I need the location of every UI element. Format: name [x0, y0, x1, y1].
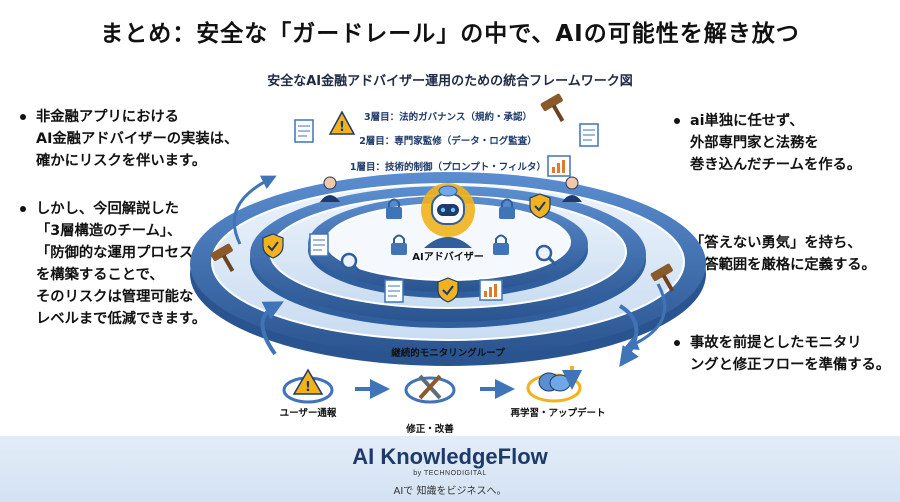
bullet-line: 外部専門家と法務を	[690, 135, 819, 151]
brand-tagline: AIで 知識をビジネスへ。	[393, 486, 507, 497]
right-bullet-monitoring: 事故を前提としたモニタリ ングと修正フローを準備する。	[668, 332, 896, 376]
left-bullet-list: 非金融アプリにおける AI金融アドバイザーの実装は、 確かにリスクを伴います。 …	[14, 106, 259, 330]
document-icon	[384, 279, 404, 303]
gavel-icon	[650, 263, 675, 293]
bullet-line: 「答えない勇気」を持ち、	[690, 235, 862, 251]
loop-step-retrain: 再学習・アップデート	[510, 407, 605, 419]
ai-advisor-label: AIアドバイザー	[412, 251, 483, 263]
bullet-line: を構築することで、	[36, 267, 164, 283]
loop-arrow-icon	[618, 304, 639, 368]
shield-check-icon	[262, 233, 284, 259]
loop-step-user-report: ユーザー通報	[280, 407, 337, 419]
tools-icon	[404, 374, 456, 404]
shield-check-icon	[437, 277, 459, 303]
bullet-line: 巻き込んだチームを作る。	[690, 157, 862, 173]
bar-chart-icon	[547, 155, 571, 177]
magnifier-icon	[340, 252, 363, 275]
bar-chart-icon	[479, 279, 503, 301]
bullet-line: レベルまで低減できます。	[36, 311, 207, 327]
ai-robot-icon	[421, 183, 475, 248]
layer-1-label: 1層目：技術的制御（プロンプト・フィルタ）	[350, 161, 546, 173]
bullet-line: AI金融アドバイザーの実装は、	[36, 131, 239, 147]
bullet-line: しかし、今回解説した	[36, 201, 179, 217]
monitoring-loop-title: 継続的モニタリングループ	[391, 347, 505, 359]
bullet-line: 非金融アプリにおける	[36, 109, 179, 125]
gavel-icon	[540, 93, 565, 123]
gavel-icon	[210, 243, 235, 273]
bullet-line: 確かにリスクを伴います。	[36, 153, 207, 169]
brain-icon	[526, 366, 582, 403]
layer-3-label: 3層目：法的ガバナンス（規約・承認）	[364, 111, 532, 123]
svg-text:!: !	[339, 120, 345, 135]
expert-person-icon	[320, 176, 340, 202]
bullet-line: 「3層構造のチーム」、	[36, 223, 182, 239]
document-icon	[579, 123, 599, 147]
svg-text:!: !	[305, 380, 311, 395]
bullet-line: 事故を前提としたモニタリ	[690, 335, 862, 351]
document-icon	[294, 119, 314, 143]
lock-icon	[493, 234, 509, 255]
bullet-line: ングと修正フローを準備する。	[690, 357, 891, 373]
bullet-line: ai単独に任せず、	[690, 113, 804, 129]
right-bullet-team: ai単独に任せず、 外部専門家と法務を 巻き込んだチームを作る。	[668, 110, 896, 176]
layer-2-label: 2層目：専門家監修（データ・ログ監査）	[359, 135, 537, 147]
footer: AI KnowledgeFlow by TECHNODIGITAL AIで 知識…	[0, 436, 900, 502]
left-bullet-mitigation: しかし、今回解説した 「3層構造のチーム」、 「防御的な運用プロセス」 を構築す…	[14, 198, 259, 330]
brand-logo-text: AI KnowledgeFlow	[352, 444, 548, 469]
ring-arrow-icon	[623, 283, 667, 350]
lock-icon	[391, 234, 407, 255]
loop-arrow-icon	[260, 301, 284, 356]
shield-check-icon	[529, 193, 551, 219]
lock-icon	[386, 198, 402, 219]
loop-step-fix: 修正・改善	[405, 423, 454, 434]
framework-diagram: 3層目：法的ガバナンス（規約・承認） 2層目：専門家監修（データ・ログ監査） 1…	[190, 93, 706, 434]
magnifier-icon	[535, 244, 558, 267]
bullet-line: そのリスクは管理可能な	[36, 289, 194, 305]
user-report-icon: !	[282, 368, 334, 404]
ring-arrow-icon	[232, 175, 277, 245]
bullet-line: 回答範囲を厳格に定義する。	[690, 257, 876, 273]
lock-icon	[499, 198, 515, 219]
left-bullet-risk: 非金融アプリにおける AI金融アドバイザーの実装は、 確かにリスクを伴います。	[14, 106, 259, 172]
figure-title: 安全なAI金融アドバイザー運用のための統合フレームワーク図	[267, 74, 633, 89]
document-icon	[309, 233, 329, 257]
expert-person-icon	[562, 176, 582, 202]
page-title: まとめ：安全な「ガードレール」の中で、AIの可能性を解き放つ	[100, 21, 800, 47]
warning-icon: !	[328, 110, 356, 135]
brand-byline: by TECHNODIGITAL	[413, 470, 487, 477]
bullet-line: 「防御的な運用プロセス」	[36, 245, 208, 261]
